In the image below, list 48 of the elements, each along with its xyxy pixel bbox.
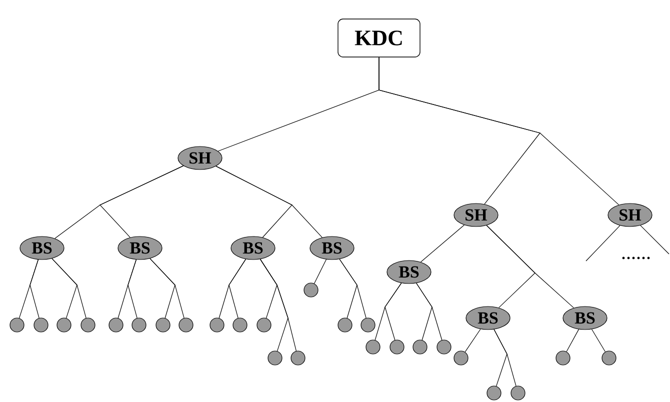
leaf-circle xyxy=(366,340,380,354)
ellipsis-label: ...... xyxy=(622,256,650,260)
leaf-circle xyxy=(602,350,616,366)
leaf-circle xyxy=(390,340,404,354)
connector-line xyxy=(314,259,327,284)
leaf-circle xyxy=(10,318,24,332)
leaf-circle xyxy=(156,318,170,332)
connector-line xyxy=(566,329,580,352)
leaf-circle xyxy=(80,318,96,332)
leaf-circle xyxy=(132,318,146,332)
connector-line xyxy=(591,328,606,352)
connector-line xyxy=(100,166,184,238)
leaf-circle xyxy=(338,318,352,332)
connector-line xyxy=(216,166,322,238)
leaf-circle xyxy=(108,318,124,332)
kdc-box: KDC xyxy=(338,18,420,58)
leaf-circle xyxy=(178,318,194,332)
connector-line xyxy=(339,258,366,318)
connector-line xyxy=(260,258,297,352)
leaf-circle xyxy=(56,318,72,332)
connector-line xyxy=(486,225,574,308)
connector-line xyxy=(378,57,620,206)
connector-line xyxy=(150,258,184,318)
connector-line xyxy=(228,258,246,318)
leaf-circle xyxy=(232,318,248,332)
leaf-circle xyxy=(256,318,272,332)
connector-line xyxy=(464,328,481,352)
leaf-circle xyxy=(210,318,224,332)
leaf-circle xyxy=(436,340,452,354)
connector-line xyxy=(30,259,40,318)
connector-line xyxy=(640,225,670,254)
leaf-circle xyxy=(304,282,318,298)
connector-line xyxy=(494,329,516,386)
connector-line xyxy=(128,259,138,318)
connector-line xyxy=(420,224,465,262)
leaf-circle xyxy=(360,318,376,332)
leaf-circle xyxy=(454,350,468,366)
leaf-circle xyxy=(268,350,282,366)
leaf-circle xyxy=(412,340,428,354)
leaf-circle xyxy=(34,318,48,332)
leaf-circle xyxy=(486,386,502,400)
leaf-circle xyxy=(510,386,526,400)
connector-line xyxy=(384,282,402,340)
connector-line xyxy=(586,225,620,262)
connector-line xyxy=(416,282,442,340)
leaf-circle xyxy=(556,350,570,366)
connector-line xyxy=(52,258,86,318)
leaf-circle xyxy=(290,350,306,366)
